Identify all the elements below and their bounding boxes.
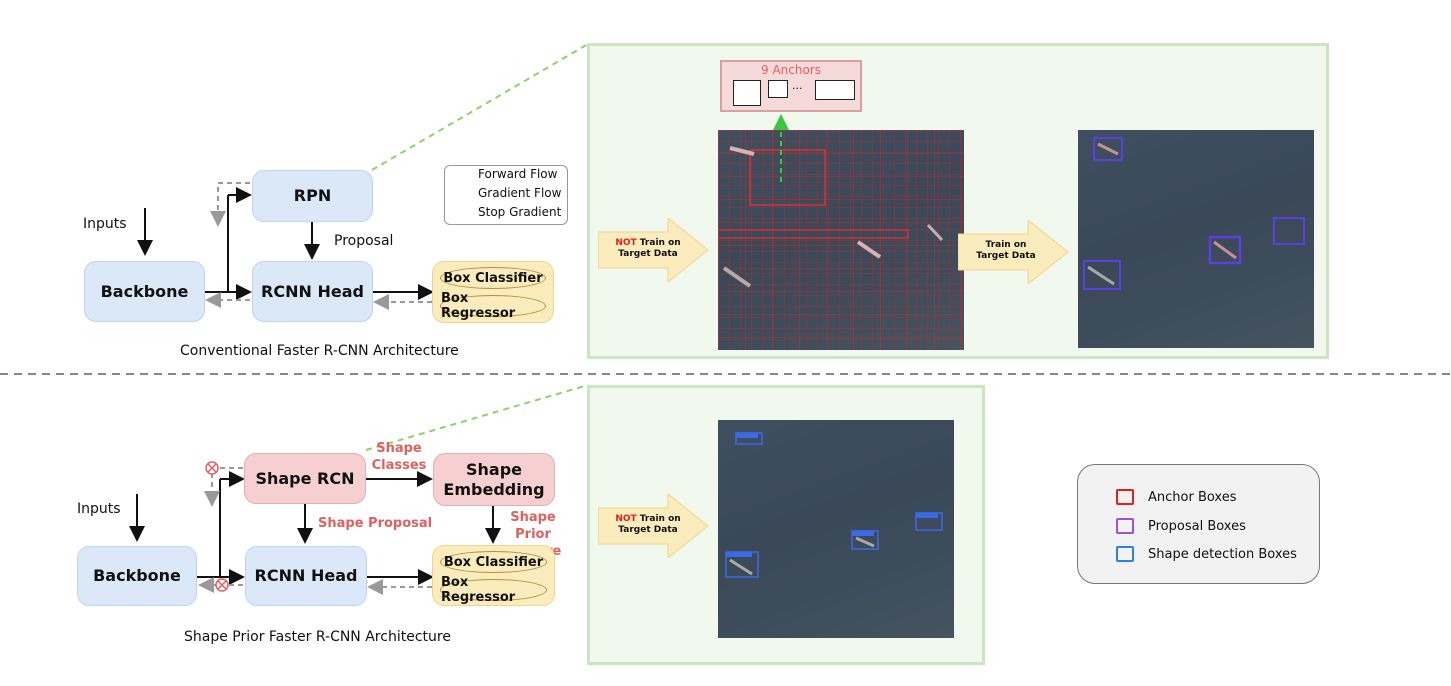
flow-legend [444, 165, 568, 225]
inputs-label: Inputs [83, 216, 127, 232]
bottom-not-keyword: NOT [615, 514, 637, 524]
train-callout-text: Train on Target Data [960, 236, 1052, 266]
proposal-image [1078, 130, 1314, 348]
proposal-boxes-label: Proposal Boxes [1148, 519, 1246, 534]
shape-classes-line2: Classes [371, 458, 427, 473]
not-keyword: NOT [615, 238, 637, 248]
bottom-rcnn-head-block: RCNN Head [245, 546, 367, 606]
backbone-label: Backbone [100, 281, 189, 301]
bottom-callout-line2: Target Data [618, 525, 678, 535]
bottom-box-regressor-pill: Box Regressor [440, 575, 547, 605]
proposal-label: Proposal [334, 233, 394, 249]
bottom-not-train-callout-arrow [598, 494, 709, 558]
shape-embedding-line2: Embedding [443, 479, 545, 499]
gradient-flow-label: Gradient Flow [478, 186, 562, 200]
shape-rcn-block: Shape RCN [244, 453, 366, 504]
shape-proposal-label: Shape Proposal [318, 516, 433, 531]
shape-detection-overlay [725, 432, 943, 578]
not-train-callout-arrow [598, 218, 709, 282]
rcnn-head-label: RCNN Head [261, 281, 364, 301]
bottom-callout-line1: Train on [639, 514, 681, 524]
shape-classes-label: Shape Classes [368, 440, 430, 474]
rcnn-head-block: RCNN Head [252, 261, 373, 322]
anchor-shape-square [733, 80, 761, 106]
rpn-block: RPN [252, 170, 373, 222]
anchor-shape-wide [815, 80, 855, 100]
anchor-grid-image [717, 130, 964, 350]
shape-detection-image [718, 420, 954, 638]
shape-detection-boxes-swatch [1116, 546, 1134, 562]
stop-gradient-label: Stop Gradient [478, 205, 562, 219]
callout1-line1: Train on [639, 238, 681, 248]
callout1-line2: Target Data [618, 249, 678, 259]
anchor-shape-small [768, 80, 788, 98]
anchor-boxes-swatch [1116, 489, 1134, 505]
shape-embedding-block: Shape Embedding [433, 453, 555, 506]
anchor-boxes-label: Anchor Boxes [1148, 490, 1237, 505]
backbone-block: Backbone [84, 261, 205, 322]
callout2-line2: Target Data [976, 251, 1036, 261]
box-regressor-pill: Box Regressor [440, 291, 546, 321]
shape-prior-line1: Shape Prior [510, 510, 556, 542]
bottom-box-classifier-pill: Box Classifier [440, 551, 547, 573]
bottom-inputs-label: Inputs [77, 501, 121, 517]
shape-rcn-label: Shape RCN [255, 468, 355, 488]
proposal-boxes-swatch [1116, 518, 1134, 534]
train-callout-arrow [958, 220, 1069, 284]
proposal-boxes-overlay [1083, 137, 1305, 290]
box-classifier-pill: Box Classifier [440, 267, 546, 289]
not-train-callout-text: NOT Train on Target Data [600, 234, 696, 264]
rpn-label: RPN [293, 186, 332, 205]
anchors-title: 9 Anchors [761, 63, 821, 77]
bottom-backbone-block: Backbone [77, 546, 197, 606]
shape-classes-line1: Shape [376, 441, 422, 456]
callout2-line1: Train on [985, 240, 1027, 250]
bottom-not-train-callout-text: NOT Train on Target Data [600, 510, 696, 540]
bottom-caption: Shape Prior Faster R-CNN Architecture [184, 629, 451, 645]
forward-flow-label: Forward Flow [478, 167, 558, 181]
bottom-backbone-label: Backbone [93, 566, 181, 585]
shape-embedding-line1: Shape [465, 459, 522, 479]
bottom-rcnn-head-label: RCNN Head [254, 566, 358, 585]
anchor-grid-overlay [717, 130, 964, 350]
anchor-ellipsis: ··· [792, 82, 803, 95]
top-caption: Conventional Faster R-CNN Architecture [180, 343, 459, 359]
shape-detection-boxes-label: Shape detection Boxes [1148, 547, 1297, 562]
